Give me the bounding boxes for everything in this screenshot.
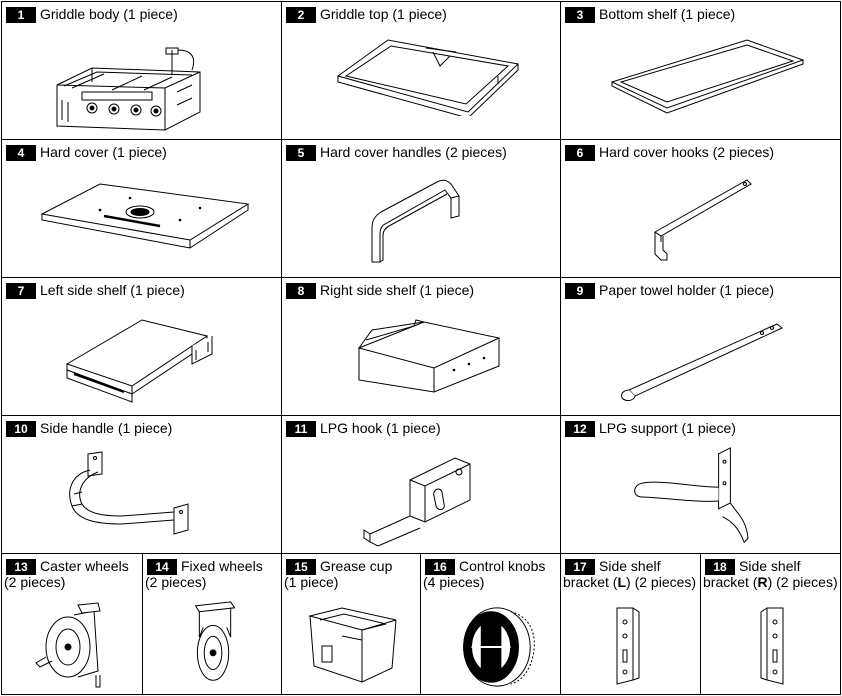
part-number-badge: 17	[565, 559, 595, 575]
fixed-wheel-drawing	[185, 598, 245, 692]
grease-cup-drawing	[302, 606, 402, 686]
hard-cover-drawing	[40, 180, 250, 260]
part-label: Side shelf	[599, 558, 661, 574]
part-quantity: bracket (L) (2 pieces)	[563, 574, 697, 590]
part-label: Side shelf	[739, 558, 801, 574]
part-quantity: (2 pieces)	[145, 574, 207, 590]
part-label: Fixed wheels	[181, 558, 263, 574]
bottom-shelf-drawing	[607, 36, 807, 116]
part-number-badge: 15	[286, 559, 316, 575]
part-number-badge: 1	[6, 7, 36, 23]
part-label: Left side shelf (1 piece)	[40, 282, 185, 298]
part-label: Bottom shelf (1 piece)	[599, 6, 736, 22]
part-label: Control knobs	[459, 558, 546, 574]
part-number-badge: 8	[286, 283, 316, 299]
part-number-badge: 18	[705, 559, 735, 575]
part-quantity: (1 piece)	[284, 574, 339, 590]
control-knob-drawing	[449, 602, 539, 690]
part-number-badge: 5	[286, 145, 316, 161]
part-label: LPG hook (1 piece)	[320, 420, 441, 436]
part-number-badge: 4	[6, 145, 36, 161]
part-number-badge: 16	[425, 559, 455, 575]
part-number-badge: 7	[6, 283, 36, 299]
right-side-shelf-drawing	[354, 318, 504, 398]
part-label: Griddle body (1 piece)	[40, 6, 178, 22]
part-label: Hard cover handles (2 pieces)	[320, 144, 507, 160]
caster-wheel-drawing	[34, 600, 114, 692]
right-bracket-drawing	[757, 606, 787, 686]
part-label: Caster wheels	[40, 558, 129, 574]
part-number-badge: 9	[565, 283, 595, 299]
part-number-badge: 10	[6, 421, 36, 437]
part-label: Hard cover hooks (2 pieces)	[599, 144, 775, 160]
hard-cover-hook-drawing	[647, 176, 757, 266]
left-side-shelf-drawing	[62, 316, 222, 406]
lpg-hook-drawing	[360, 450, 490, 550]
part-number-badge: 11	[286, 421, 316, 437]
part-quantity: (4 pieces)	[423, 574, 485, 590]
lpg-support-drawing	[627, 444, 767, 552]
hard-cover-handle-drawing	[367, 176, 477, 266]
part-label: Griddle top (1 piece)	[320, 6, 447, 22]
paper-towel-holder-drawing	[617, 318, 787, 408]
griddle-top-drawing	[328, 36, 528, 116]
part-number-badge: 6	[565, 145, 595, 161]
part-label: Hard cover (1 piece)	[40, 144, 167, 160]
left-bracket-drawing	[613, 606, 643, 686]
part-quantity: (2 pieces)	[4, 574, 66, 590]
part-label: Side handle (1 piece)	[40, 420, 173, 436]
part-number-badge: 14	[147, 559, 177, 575]
part-number-badge: 3	[565, 7, 595, 23]
griddle-body-drawing	[52, 28, 212, 132]
part-number-badge: 12	[565, 421, 595, 437]
part-number-badge: 2	[286, 7, 316, 23]
part-label: Grease cup	[320, 558, 393, 574]
side-handle-drawing	[62, 450, 212, 550]
part-label: Right side shelf (1 piece)	[320, 282, 475, 298]
part-label: Paper towel holder (1 piece)	[599, 282, 775, 298]
part-quantity: bracket (R) (2 pieces)	[703, 574, 838, 590]
part-label: LPG support (1 piece)	[599, 420, 736, 436]
part-number-badge: 13	[6, 559, 36, 575]
